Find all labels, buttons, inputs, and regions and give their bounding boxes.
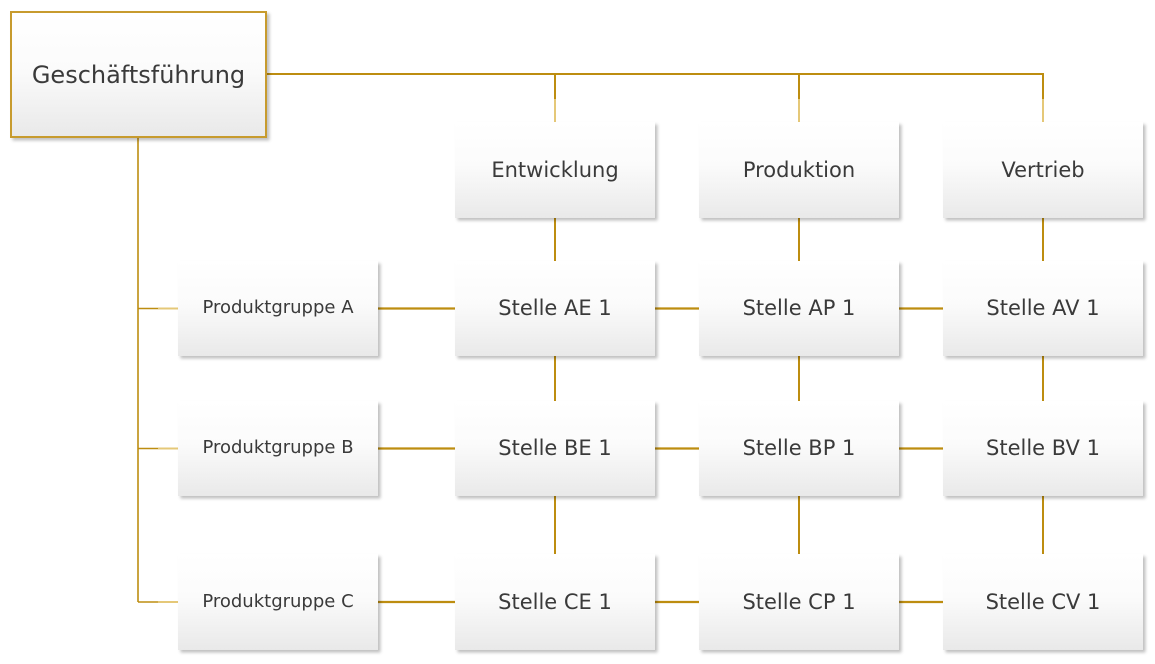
box-produktgruppe-c: Produktgruppe C [178,554,378,650]
box-produktion-label: Produktion [742,157,856,182]
connector-group-light [158,99,1044,603]
box-produktgruppe-b: Produktgruppe B [178,401,378,496]
box-produktgruppe-b-label: Produktgruppe B [202,437,354,459]
box-vertrieb-label: Vertrieb [1001,157,1085,182]
box-produktion: Produktion [699,122,899,218]
box-entwicklung: Entwicklung [455,122,655,218]
box-entwicklung-label: Entwicklung [491,157,619,182]
cell-stelle-ae1: Stelle AE 1 [455,261,655,356]
cell-stelle-cp1-label: Stelle CP 1 [742,589,856,614]
box-produktgruppe-c-label: Produktgruppe C [202,590,354,612]
cell-stelle-ce1-label: Stelle CE 1 [498,589,612,614]
cell-stelle-av1: Stelle AV 1 [943,261,1143,356]
cell-stelle-cv1: Stelle CV 1 [943,554,1143,650]
box-produktgruppe-a: Produktgruppe A [178,261,378,356]
cell-stelle-ce1: Stelle CE 1 [455,554,655,650]
cell-stelle-bv1: Stelle BV 1 [943,401,1143,496]
cell-stelle-ap1: Stelle AP 1 [699,261,899,356]
cell-stelle-ap1-label: Stelle AP 1 [742,296,856,321]
box-vertrieb: Vertrieb [943,122,1143,218]
cell-stelle-be1-label: Stelle BE 1 [498,436,612,461]
box-geschaeftsfuehrung: Geschäftsführung [10,11,267,138]
cell-stelle-ae1-label: Stelle AE 1 [498,296,612,321]
connector-group-dark [137,73,1044,604]
cell-stelle-av1-label: Stelle AV 1 [986,296,1100,321]
cell-stelle-cv1-label: Stelle CV 1 [985,589,1101,614]
cell-stelle-bp1-label: Stelle BP 1 [742,436,856,461]
box-produktgruppe-a-label: Produktgruppe A [202,297,354,319]
cell-stelle-be1: Stelle BE 1 [455,401,655,496]
cell-stelle-bp1: Stelle BP 1 [699,401,899,496]
cell-stelle-cp1: Stelle CP 1 [699,554,899,650]
cell-stelle-bv1-label: Stelle BV 1 [986,436,1100,461]
row-connectors [378,307,944,604]
box-geschaeftsfuehrung-label: Geschäftsführung [31,60,246,89]
